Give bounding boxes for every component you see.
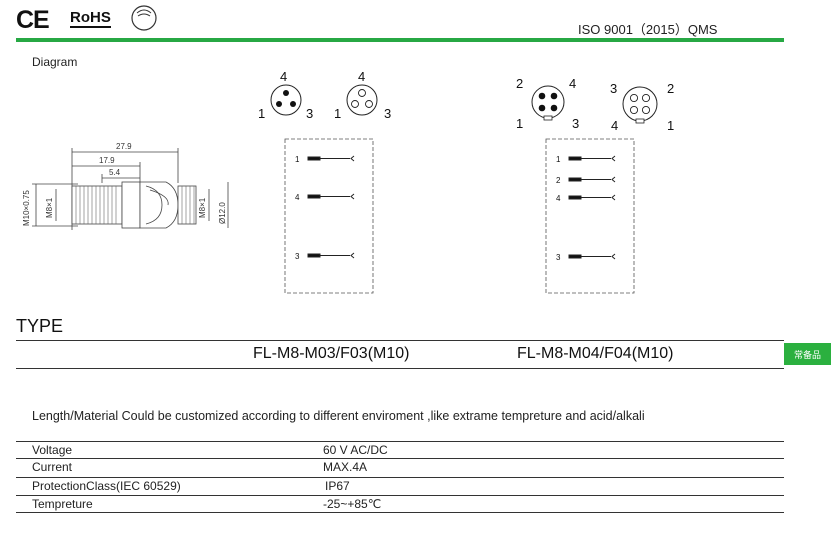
- pin-label: 4: [358, 69, 365, 84]
- type-divider-bottom: [16, 368, 784, 369]
- spec-name: Tempreture: [32, 497, 93, 511]
- wiring-4pin: 1 2 4 3: [545, 138, 635, 294]
- spec-row: Tempreture -25~+85℃: [16, 495, 784, 512]
- pin-label: 3: [572, 116, 579, 131]
- pin-label: 2: [667, 81, 674, 96]
- spec-name: Voltage: [32, 443, 73, 457]
- pin-label: 4: [611, 118, 618, 133]
- pin-label: 1: [667, 118, 674, 133]
- pinout-3pin: 4 1 3 4 1 3: [258, 69, 391, 121]
- pin-label: 1: [334, 106, 341, 121]
- spec-value: IP67: [325, 479, 350, 493]
- pin-label: 4: [280, 69, 287, 84]
- spec-table-bottom: [16, 512, 784, 513]
- spec-name: ProtectionClass(IEC 60529): [32, 479, 181, 493]
- type-divider-top: [16, 340, 784, 341]
- spec-value: MAX.4A: [323, 460, 368, 474]
- wire-pin-label: 2: [556, 176, 561, 185]
- diagram-label: Diagram: [32, 55, 78, 69]
- pin-label: 1: [516, 116, 523, 131]
- stock-badge: 常备品: [784, 343, 831, 365]
- dim-right-thread: M8×1: [198, 197, 207, 218]
- ip67-seal-icon: [131, 5, 157, 31]
- model-3pin: FL-M8-M03/F03(M10): [253, 345, 410, 362]
- spec-row: ProtectionClass(IEC 60529) IP67: [16, 477, 784, 494]
- spec-row: Voltage 60 V AC/DC: [16, 441, 784, 458]
- dim-thread-length: 5.4: [109, 168, 121, 177]
- iso-certification: ISO 9001（2015）QMS: [578, 22, 718, 37]
- connector-dimension-drawing: 27.9 17.9 5.4 M10×0.75 M8×1 M8×1 Ø12.0: [22, 142, 229, 230]
- wire-pin-label: 1: [295, 155, 300, 164]
- dim-left-thread: M10×0.75: [22, 190, 31, 226]
- wiring-3pin: 1 4 3: [284, 138, 374, 294]
- spec-name: Current: [32, 460, 73, 474]
- customization-note: Length/Material Could be customized acco…: [32, 409, 645, 423]
- pin-label: 1: [258, 106, 265, 121]
- dim-outer-diameter: Ø12.0: [218, 202, 227, 224]
- wire-pin-label: 4: [295, 193, 300, 202]
- wire-pin-label: 3: [295, 252, 300, 261]
- rohs-mark: RoHS: [70, 9, 111, 28]
- header-divider: [16, 38, 784, 42]
- pin-label: 3: [610, 81, 617, 96]
- spec-value: 60 V AC/DC: [323, 443, 388, 457]
- spec-value: -25~+85℃: [323, 497, 382, 511]
- wire-pin-label: 1: [556, 155, 561, 164]
- pin-label: 3: [306, 106, 313, 121]
- dim-overall-length: 27.9: [116, 142, 132, 151]
- pin-label: 4: [569, 76, 576, 91]
- spec-row: Current MAX.4A: [16, 458, 784, 475]
- dim-body-length: 17.9: [99, 156, 115, 165]
- wire-pin-label: 4: [556, 194, 561, 203]
- ce-mark: CE: [16, 6, 50, 34]
- model-4pin: FL-M8-M04/F04(M10): [517, 345, 674, 362]
- dim-inner-thread: M8×1: [45, 197, 54, 218]
- pin-label: 2: [516, 76, 523, 91]
- pin-label: 3: [384, 106, 391, 121]
- type-title: TYPE: [16, 316, 64, 336]
- wire-pin-label: 3: [556, 253, 561, 262]
- pinout-4pin: 2 4 1 3 3 2 4 1: [516, 76, 674, 133]
